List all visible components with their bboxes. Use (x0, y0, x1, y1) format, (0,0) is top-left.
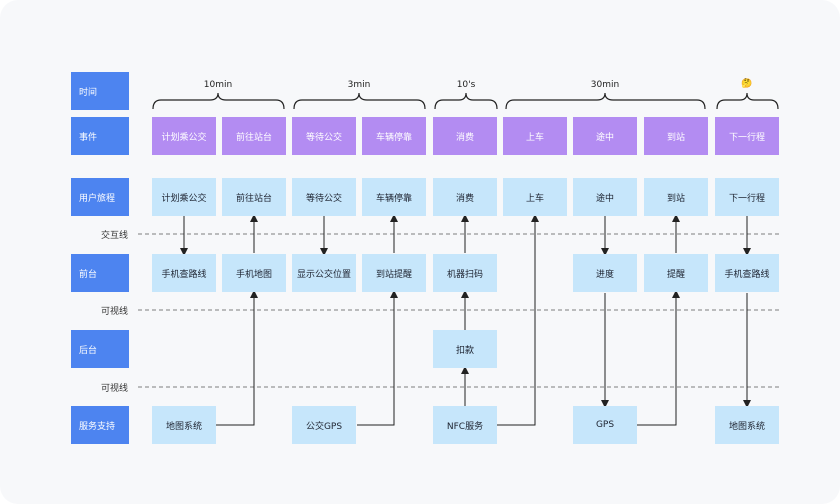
event-box: 下一行程 (715, 117, 779, 155)
back-box: 扣款 (433, 330, 497, 368)
journey-box: 等待公交 (292, 178, 356, 216)
row-label-back: 后台 (71, 330, 129, 368)
support-box: GPS (573, 406, 637, 444)
event-box: 到站 (644, 117, 708, 155)
brace-3min (293, 92, 426, 110)
front-box: 手机查路线 (715, 254, 779, 292)
front-box: 到站提醒 (362, 254, 426, 292)
journey-box: 计划乘公交 (152, 178, 216, 216)
event-box: 计划乘公交 (152, 117, 216, 155)
journey-box: 到站 (644, 178, 708, 216)
brace-30min (505, 92, 706, 110)
connector-gps-to-remind (637, 290, 680, 426)
event-box: 途中 (573, 117, 637, 155)
front-box: 机器扫码 (433, 254, 497, 292)
duration-label: 10min (203, 80, 233, 90)
row-label-time: 时间 (71, 72, 129, 110)
brace-10s (434, 92, 498, 110)
front-box: 手机地图 (222, 254, 286, 292)
duration-label: 10's (456, 80, 476, 90)
visible-line-label-2: 可视线 (101, 384, 129, 394)
visible-line-label-1: 可视线 (101, 307, 129, 317)
journey-box: 消费 (433, 178, 497, 216)
journey-box: 上车 (503, 178, 567, 216)
event-box: 等待公交 (292, 117, 356, 155)
thinking-emoji: 🤔 (741, 79, 753, 89)
interaction-line-label: 交互线 (101, 231, 129, 241)
row-label-support: 服务支持 (71, 406, 129, 444)
support-box: 地图系统 (152, 406, 216, 444)
event-box: 车辆停靠 (362, 117, 426, 155)
connector-map-to-front (216, 290, 258, 426)
event-box: 消费 (433, 117, 497, 155)
connector-nfc-to-board (497, 214, 539, 426)
connector-gps-to-front (357, 290, 398, 426)
brace-10min (152, 92, 285, 110)
event-box: 上车 (503, 117, 567, 155)
front-box: 进度 (573, 254, 637, 292)
journey-box: 途中 (573, 178, 637, 216)
support-box: 公交GPS (292, 406, 356, 444)
event-box: 前往站台 (222, 117, 286, 155)
duration-label: 3min (347, 80, 371, 90)
front-box: 显示公交位置 (292, 254, 356, 292)
row-label-journey: 用户旅程 (71, 178, 129, 216)
support-box: NFC服务 (433, 406, 497, 444)
front-box: 手机查路线 (152, 254, 216, 292)
duration-label: 30min (590, 80, 620, 90)
front-box: 提醒 (644, 254, 708, 292)
journey-box: 前往站台 (222, 178, 286, 216)
support-box: 地图系统 (715, 406, 779, 444)
journey-box: 车辆停靠 (362, 178, 426, 216)
row-label-front: 前台 (71, 254, 129, 292)
row-label-event: 事件 (71, 117, 129, 155)
journey-box: 下一行程 (715, 178, 779, 216)
brace-next (716, 92, 779, 110)
